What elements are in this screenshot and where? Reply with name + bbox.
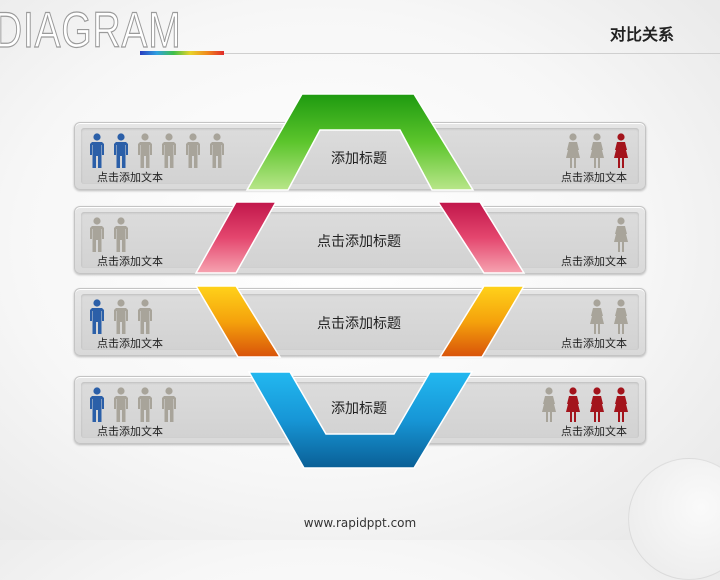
male-person-icon	[138, 387, 152, 422]
male-person-icon	[90, 299, 104, 334]
row-panel	[81, 294, 639, 350]
right-figures	[539, 387, 631, 423]
comparison-row-3: 点击添加文本 点击添加文本	[74, 288, 646, 356]
row-title-3[interactable]: 点击添加标题	[317, 316, 401, 332]
male-person-icon	[90, 133, 104, 168]
right-figures	[563, 133, 631, 169]
male-person-icon	[114, 217, 128, 252]
female-person-icon	[614, 133, 628, 168]
female-person-icon	[590, 387, 604, 422]
male-person-icon	[138, 133, 152, 168]
header: DIAGRAM 对比关系	[0, 0, 720, 59]
row-title-2[interactable]: 点击添加标题	[317, 234, 401, 250]
female-person-icon	[614, 217, 628, 252]
male-person-icon	[162, 387, 176, 422]
right-caption[interactable]: 点击添加文本	[561, 171, 627, 184]
left-figures	[87, 299, 155, 335]
male-person-icon	[114, 133, 128, 168]
left-figures	[87, 217, 131, 253]
left-caption[interactable]: 点击添加文本	[97, 255, 163, 268]
female-person-icon	[566, 133, 580, 168]
female-person-icon	[542, 387, 556, 422]
row-title-1[interactable]: 添加标题	[331, 151, 387, 167]
row-title-4[interactable]: 添加标题	[331, 401, 387, 417]
right-figures	[611, 217, 631, 253]
diagram-logo: DIAGRAM	[0, 1, 182, 58]
left-caption[interactable]: 点击添加文本	[97, 171, 163, 184]
male-person-icon	[114, 387, 128, 422]
female-person-icon	[614, 387, 628, 422]
rainbow-accent-bar	[140, 51, 224, 55]
male-person-icon	[114, 299, 128, 334]
header-divider	[140, 53, 720, 54]
right-caption[interactable]: 点击添加文本	[561, 255, 627, 268]
male-person-icon	[210, 133, 224, 168]
male-person-icon	[162, 133, 176, 168]
left-figures	[87, 133, 227, 169]
male-person-icon	[138, 299, 152, 334]
right-figures	[587, 299, 631, 335]
page-title: 对比关系	[609, 25, 674, 44]
left-caption[interactable]: 点击添加文本	[97, 425, 163, 438]
female-person-icon	[590, 299, 604, 334]
male-person-icon	[90, 387, 104, 422]
left-figures	[87, 387, 179, 423]
row-panel	[81, 212, 639, 268]
female-person-icon	[566, 387, 580, 422]
right-caption[interactable]: 点击添加文本	[561, 337, 627, 350]
female-person-icon	[614, 299, 628, 334]
male-person-icon	[186, 133, 200, 168]
female-person-icon	[590, 133, 604, 168]
footer-url[interactable]: www.rapidppt.com	[303, 516, 417, 530]
comparison-row-2: 点击添加文本 点击添加文本	[74, 206, 646, 274]
left-caption[interactable]: 点击添加文本	[97, 337, 163, 350]
right-caption[interactable]: 点击添加文本	[561, 425, 627, 438]
male-person-icon	[90, 217, 104, 252]
